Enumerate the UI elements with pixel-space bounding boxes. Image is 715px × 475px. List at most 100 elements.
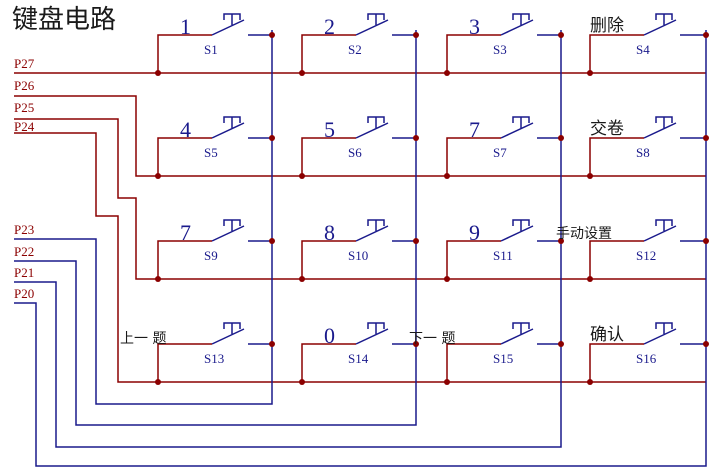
col-net-wire-P22 [14,30,417,426]
key-label: 0 [324,323,335,348]
junction-dot [299,379,305,385]
switch-button-cap [223,322,241,334]
switch-id-label: S9 [204,248,218,263]
junction-dot [444,276,450,282]
switch-button-cap [223,116,241,128]
switch-id-label: S15 [493,351,513,366]
junction-dot [558,341,564,347]
key-label: 2 [324,14,335,39]
junction-dot [299,173,305,179]
switch-button-cap [223,219,241,231]
col-net-label: P20 [14,286,34,301]
switch-left-lead [446,240,501,279]
row-net-wire-P26 [14,95,706,177]
row-net-wire-P24 [14,132,706,383]
switch-id-label: S8 [636,145,650,160]
switch-id-label: S2 [348,42,362,57]
switch-lever [211,19,245,36]
switch-id-label: S5 [204,145,218,160]
switches-layer: S11S22S33S4删除S54S65S77S8交卷S97S108S119S12… [120,13,709,385]
switch-s2: S2 2 [299,13,419,76]
junction-dot [155,70,161,76]
junction-dot [703,238,709,244]
key-label: 下一 题 [409,331,455,347]
switch-s5: S54 [155,116,275,179]
switch-left-lead [589,137,644,176]
switch-button-cap [512,116,530,128]
key-label: 删除 [590,16,624,36]
junction-dot [413,341,419,347]
col-net-wire-P21 [14,30,562,448]
junction-dot [155,276,161,282]
switch-button-cap [655,116,673,128]
switch-button-cap [223,13,241,25]
switch-lever [500,225,534,242]
switch-left-lead [446,343,501,382]
switch-left-lead [589,240,644,279]
col-net-wire-P23 [14,30,273,405]
col-net-wire-P20 [14,30,707,467]
junction-dot [444,379,450,385]
junction-dot [269,32,275,38]
junction-dot [558,32,564,38]
switch-left-lead [446,137,501,176]
switch-lever [643,19,677,36]
switch-left-lead [301,343,356,382]
switch-s7: S77 [444,116,564,179]
switch-id-label: S1 [204,42,218,57]
switch-s14: S14 0 [299,322,419,385]
junction-dot [269,341,275,347]
junction-dot [444,70,450,76]
switch-button-cap [655,219,673,231]
key-label: 3 [469,14,480,39]
switch-lever [355,328,389,345]
switch-lever [643,122,677,139]
junction-dot [413,32,419,38]
switch-id-label: S12 [636,248,656,263]
switch-s6: S65 [299,116,419,179]
key-label: 1 [180,14,191,39]
junction-dot [703,32,709,38]
col-net-label: P22 [14,244,34,259]
junction-dot [444,173,450,179]
row-net-label: P24 [14,119,35,134]
switch-button-cap [655,322,673,334]
junction-dot [155,379,161,385]
switch-s1: S1 1 [155,13,275,76]
junction-dot [155,173,161,179]
switch-s9: S97 [155,219,275,282]
junction-dot [587,379,593,385]
switch-button-cap [367,322,385,334]
junction-dot [413,238,419,244]
junction-dot [269,135,275,141]
key-label: 上一 题 [120,331,166,347]
junction-dot [587,173,593,179]
diagram-title: 键盘电路 [12,5,116,35]
junction-dot [703,135,709,141]
switch-left-lead [157,240,212,279]
switch-left-lead [301,240,356,279]
switch-button-cap [512,322,530,334]
row-net-label: P27 [14,56,35,71]
switch-lever [211,328,245,345]
switch-button-cap [367,219,385,231]
switch-s15: S15 下一 题 [409,322,564,385]
switch-id-label: S11 [493,248,513,263]
row-net-label: P25 [14,100,34,115]
key-label: 8 [324,220,335,245]
switch-left-lead [157,343,212,382]
switch-lever [211,225,245,242]
switch-button-cap [512,219,530,231]
switch-s3: S33 [444,13,564,76]
switch-id-label: S14 [348,351,369,366]
switch-id-label: S10 [348,248,368,263]
col-net-label: P23 [14,222,34,237]
switch-id-label: S6 [348,145,362,160]
switch-id-label: S16 [636,351,657,366]
switch-s10: S10 8 [299,219,419,282]
